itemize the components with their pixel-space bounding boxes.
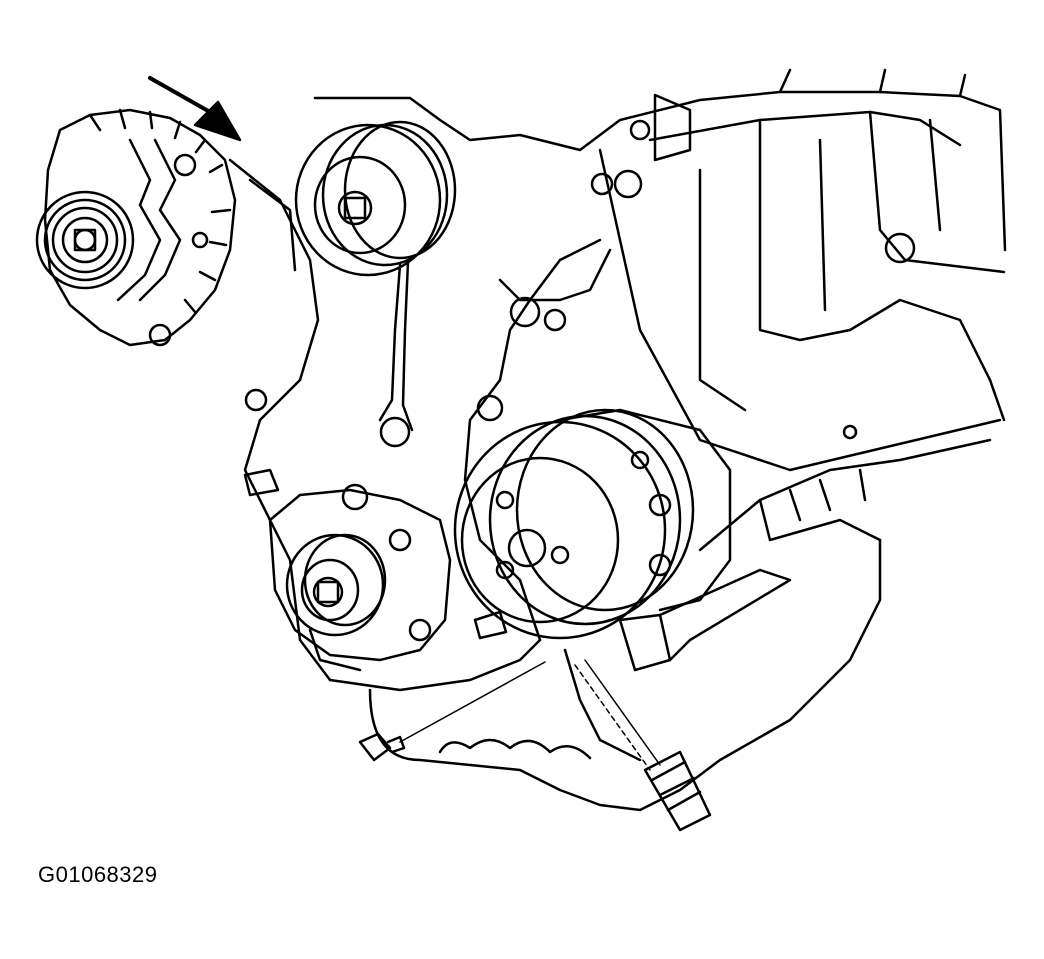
power-steering-pump: [270, 485, 450, 670]
oil-pan: [370, 440, 990, 810]
tool-drift: [575, 660, 710, 830]
crankshaft-pulley: [455, 410, 730, 638]
figure-id-label: G01068329: [38, 862, 158, 887]
dowel-pins: [245, 470, 506, 638]
bolt: [360, 662, 545, 760]
engine-block: [315, 70, 1005, 470]
callout-arrow: [150, 78, 240, 140]
generator-pulley: [37, 192, 133, 288]
generator: [37, 110, 235, 345]
idler-pulley: [296, 122, 455, 446]
belt-tensioner: [620, 570, 790, 670]
